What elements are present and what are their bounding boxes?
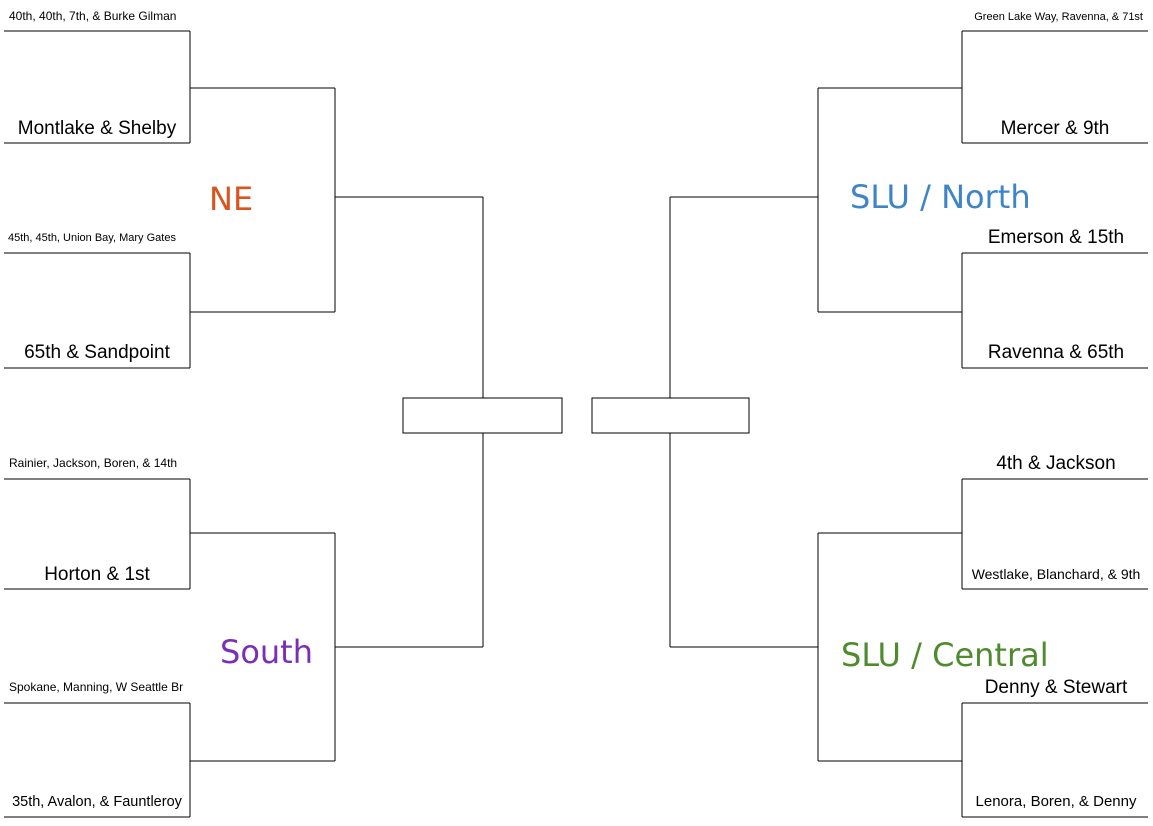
team-slot[interactable]: 40th, 40th, 7th, & Burke Gilman — [9, 9, 176, 23]
team-slot[interactable]: Spokane, Manning, W Seattle Br — [9, 680, 183, 694]
left-bracket-lines — [4, 30, 484, 818]
team-slot[interactable]: Montlake & Shelby — [18, 118, 177, 139]
region-label-slu-central: SLU / Central — [841, 636, 1049, 674]
team-slot[interactable]: 35th, Avalon, & Fauntleroy — [12, 794, 183, 810]
region-label-slu-north: SLU / North — [850, 178, 1031, 216]
region-label-south: South — [220, 633, 313, 671]
team-slot[interactable]: Horton & 1st — [44, 564, 150, 585]
team-slot[interactable]: Westlake, Blanchard, & 9th — [972, 566, 1141, 582]
team-slot[interactable]: Emerson & 15th — [988, 227, 1124, 248]
right-final-slot[interactable] — [591, 397, 750, 434]
team-slot[interactable]: Lenora, Boren, & Denny — [976, 793, 1137, 810]
right-bracket-lines — [669, 30, 1148, 818]
team-slot[interactable]: Green Lake Way, Ravenna, & 71st — [974, 11, 1143, 23]
team-slot[interactable]: 4th & Jackson — [996, 453, 1115, 474]
region-label-ne: NE — [209, 180, 253, 218]
team-slot[interactable]: 45th, 45th, Union Bay, Mary Gates — [8, 232, 176, 244]
left-final-slot[interactable] — [402, 397, 563, 434]
team-slot[interactable]: Mercer & 9th — [1001, 118, 1110, 139]
team-slot[interactable]: Ravenna & 65th — [988, 342, 1124, 363]
team-slot[interactable]: Denny & Stewart — [985, 677, 1128, 698]
team-slot[interactable]: 65th & Sandpoint — [24, 342, 171, 363]
team-slot[interactable]: Rainier, Jackson, Boren, & 14th — [9, 456, 177, 470]
